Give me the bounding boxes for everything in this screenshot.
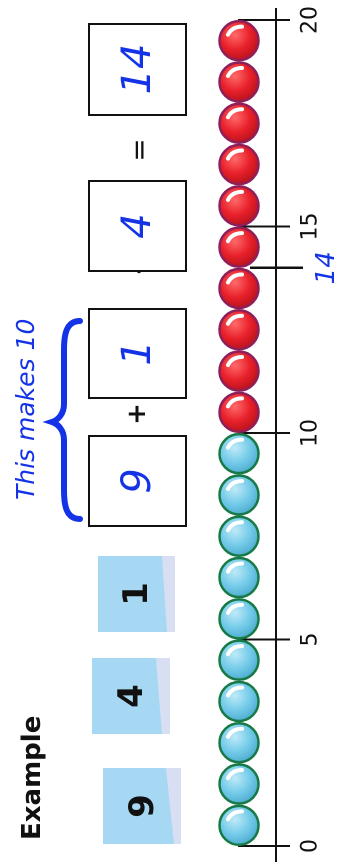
tick-label: 10 [298,419,323,447]
card-value: 4 [111,684,151,708]
number-card: 9 [103,768,181,844]
equation: 9 + 1 + 4 = 14 [88,23,187,527]
tick-label: 20 [298,6,323,34]
counter-highlight [226,520,244,533]
tick-label: 5 [298,633,323,647]
counter-highlight [226,478,244,491]
counter-highlight [226,355,244,368]
counter-highlight [226,437,244,450]
counter-highlight [226,272,244,285]
counters [218,19,260,847]
card-value: 9 [122,794,162,818]
number-card: 1 [98,556,175,632]
equation-box [88,180,187,272]
counter-highlight [226,768,244,781]
counter-highlight [226,231,244,244]
page-heading: Example [17,716,47,840]
result-box [88,23,187,116]
counter-highlight [226,313,244,326]
brace-label: This makes 10 [11,319,40,500]
counter-highlight [226,107,244,120]
equation-box [88,308,187,399]
counter-highlight [226,726,244,739]
equation-term: 9 [114,468,160,493]
counter-highlight [226,65,244,78]
counter-highlight [226,602,244,615]
counter-highlight [226,148,244,161]
equals-sign: = [123,138,156,161]
counter-highlight [226,396,244,409]
number-line: 0 5 10 15 20 [238,6,323,862]
grouping-brace [42,318,83,522]
card-value: 1 [116,582,156,606]
equation-term: 4 [114,213,160,238]
equation-term: 1 [114,340,160,365]
equation-box [88,435,187,527]
counter-highlight [226,685,244,698]
tick-label: 0 [298,839,323,853]
tick-label: 15 [298,213,323,241]
target-marker-label: 14 [311,251,340,284]
plus-sign: + [122,403,152,425]
counter-highlight [226,561,244,574]
number-card: 4 [92,658,170,734]
counter-highlight [226,809,244,822]
counter-highlight [226,644,244,657]
target-marker: 14 [250,251,340,284]
counter-highlight [226,24,244,37]
equation-result: 14 [114,44,160,95]
counter-highlight [226,189,244,202]
